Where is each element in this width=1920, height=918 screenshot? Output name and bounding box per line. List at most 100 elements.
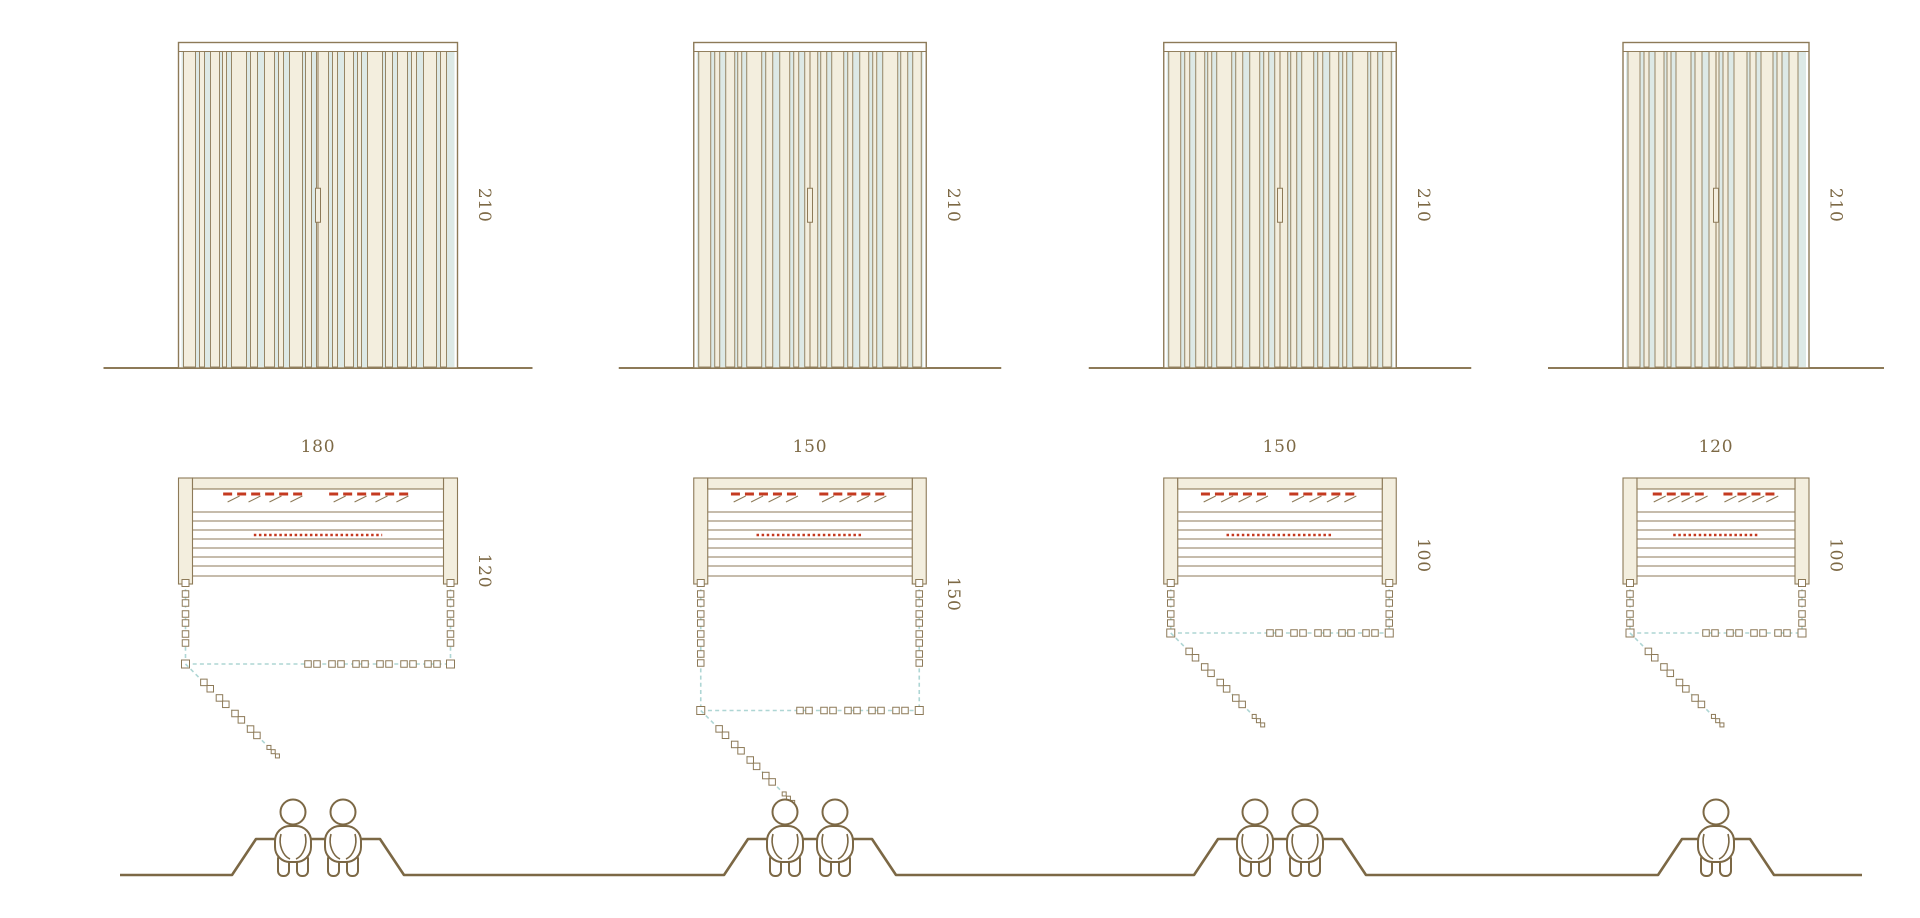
- seating-figures: [274, 798, 362, 877]
- heater-fin: [750, 495, 764, 503]
- heater-fin: [375, 495, 388, 503]
- door-panel-square: [697, 599, 705, 607]
- door-panel-square: [915, 650, 923, 658]
- slat: [1654, 51, 1665, 368]
- slat: [737, 51, 743, 368]
- door-panel-square: [1167, 619, 1175, 627]
- seating-figures: [1697, 798, 1735, 877]
- door-panel-square: [181, 590, 190, 598]
- door-panel-square: [1222, 685, 1231, 693]
- person-arm: [1307, 833, 1319, 860]
- elevation-view: 210: [1088, 41, 1472, 369]
- slat: [793, 51, 800, 368]
- door-panel-square: [361, 660, 369, 668]
- door-panel-square: [868, 706, 876, 715]
- width-label: 120: [1699, 437, 1734, 457]
- side-post-left: [177, 477, 194, 585]
- seating-figures: [1236, 798, 1324, 877]
- door-panel-square: [1216, 678, 1224, 687]
- slat: [1168, 51, 1182, 368]
- door-panel-square: [1626, 590, 1634, 598]
- door-panel-square: [1347, 629, 1355, 637]
- heater-fin: [269, 495, 282, 503]
- door-panel-square: [730, 740, 739, 749]
- person-figure: [1697, 798, 1735, 877]
- door-panel-square: [206, 684, 214, 693]
- slat: [872, 51, 878, 368]
- slat: [698, 51, 712, 368]
- heater-fin: [227, 495, 240, 503]
- heater-symbol: [223, 492, 307, 503]
- door-panel-square: [181, 630, 190, 638]
- slat: [859, 51, 870, 368]
- person-figure: [1236, 798, 1274, 877]
- door-panel-square: [1338, 629, 1346, 637]
- door-panel-square: [721, 731, 730, 739]
- door-panel-square: [446, 619, 455, 627]
- door-end-square: [274, 753, 280, 759]
- heater-fin: [1667, 495, 1680, 503]
- heater-fin: [354, 495, 367, 503]
- door-panel-square: [1626, 599, 1634, 607]
- side-post-left: [693, 477, 709, 585]
- slat: [912, 51, 922, 368]
- door-panel-square: [1798, 610, 1806, 618]
- person-head: [771, 798, 799, 826]
- heater-fin: [1681, 495, 1694, 503]
- heater-fin: [1752, 495, 1765, 503]
- person-arm: [329, 833, 341, 860]
- side-post-left: [1622, 477, 1638, 585]
- door-panel-square: [246, 725, 255, 733]
- side-post-right: [1381, 477, 1397, 585]
- slat: [1235, 51, 1244, 368]
- slat: [183, 51, 196, 368]
- heater-fin: [1766, 495, 1779, 503]
- door-panel-square: [181, 619, 190, 627]
- door-panel-square: [915, 599, 923, 607]
- joint-square: [1626, 579, 1634, 587]
- slat: [305, 51, 312, 368]
- door-end-square: [781, 791, 787, 797]
- slat: [1301, 51, 1315, 368]
- door-panel-square: [446, 599, 455, 607]
- person-arm: [821, 833, 833, 860]
- door-panel-square: [853, 706, 861, 715]
- door-panel-square: [1774, 629, 1782, 637]
- person-figure: [324, 798, 362, 877]
- door-panel-square: [1750, 629, 1758, 637]
- width-label: 180: [301, 437, 336, 457]
- door-end-square: [1719, 722, 1725, 728]
- hinge-square: [1797, 628, 1807, 638]
- heater-fin: [1220, 495, 1234, 503]
- slat: [765, 51, 774, 368]
- door-panel-square: [231, 709, 239, 718]
- door-panel-square: [1167, 590, 1175, 598]
- door-panel-square: [915, 639, 923, 647]
- slat: [1749, 51, 1757, 368]
- person-head: [279, 798, 307, 826]
- joint-square: [696, 579, 705, 587]
- heater-fin: [821, 495, 835, 503]
- door-panel-square: [253, 731, 261, 740]
- heater-fin: [1309, 495, 1322, 503]
- door-panel-square: [697, 610, 705, 618]
- slat: [847, 51, 854, 368]
- door-panel-square: [337, 660, 345, 668]
- slat: [1776, 51, 1783, 368]
- heater-fin: [248, 495, 261, 503]
- slat: [440, 51, 447, 368]
- door-panel-square: [1666, 669, 1675, 678]
- slat: [1263, 51, 1270, 368]
- person-arm: [1257, 833, 1269, 860]
- door-panel-square: [313, 660, 321, 668]
- elevation-view: 210: [103, 41, 533, 369]
- depth-label: 100: [1413, 538, 1433, 573]
- door-panel-square: [1385, 599, 1393, 607]
- door-panel-square: [1735, 629, 1743, 637]
- heater-symbol: [730, 492, 801, 503]
- slat: [1216, 51, 1233, 368]
- door-panel-square: [222, 700, 230, 709]
- slat: [344, 51, 354, 368]
